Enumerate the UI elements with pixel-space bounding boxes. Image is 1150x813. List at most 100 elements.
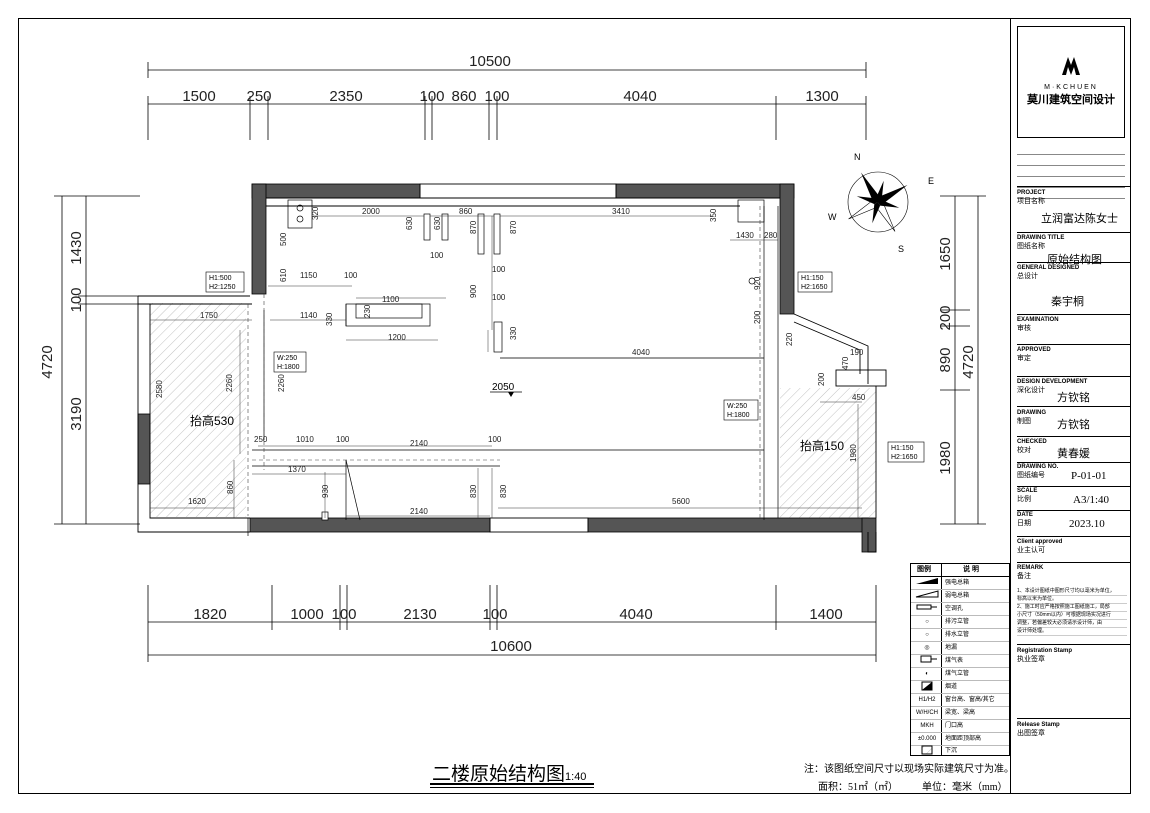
- dim-top-8: 1300: [805, 88, 838, 105]
- field-client-approved: Client approved 业主认可: [1017, 539, 1063, 554]
- plan-title: 二楼原始结构图1:40: [432, 759, 586, 786]
- legend-symbol: W/H/CH: [916, 710, 938, 716]
- tag-h1800-a: H:1800: [277, 364, 300, 371]
- dim-right-2: 200: [937, 305, 954, 330]
- legend-table: 图例 说 明 强电总箱 弱电总箱 空调孔 ○ 排污立管 ○ 排水立管 ◎ 地漏 …: [910, 563, 1010, 756]
- dim-100f: 100: [488, 435, 502, 444]
- legend-row: MKH 门口高: [911, 720, 1009, 733]
- dim-bottom-5: 100: [482, 606, 507, 623]
- legend-header: 图例 说 明: [911, 564, 1009, 577]
- dim-100d: 100: [492, 293, 506, 302]
- legend-desc: 排水立管: [945, 632, 970, 638]
- legend-row: 强电总箱: [911, 577, 1009, 590]
- dim-470: 470: [841, 356, 850, 370]
- field-project: PROJECT 项目名称 立润富达陈女士: [1017, 190, 1118, 225]
- dim-left-1: 1430: [68, 231, 85, 264]
- field-registration-stamp: Registration Stamp 执业签章: [1017, 648, 1073, 663]
- ac-hole-icon: [913, 603, 941, 616]
- top-dimensions: [147, 62, 867, 140]
- tag-h1-150-a: H1:150: [801, 275, 824, 282]
- dim-top-total: 10500: [469, 53, 511, 70]
- plan-title-scale: 1:40: [565, 771, 587, 783]
- field-date: DATE 日期 2023.10: [1017, 512, 1105, 530]
- dim-250: 250: [254, 435, 268, 444]
- dim-bottom-2: 1000: [290, 606, 323, 623]
- compass-w: W: [828, 212, 837, 222]
- gas-meter-icon: [913, 655, 941, 668]
- dim-920: 920: [753, 276, 762, 290]
- tag-labels: H1:500 H2:1250 W:250 H:1800 W:250 H:1800…: [209, 275, 918, 461]
- legend-symbol: ±0.000: [917, 736, 937, 742]
- remark-text: 1、本设计图纸中图形尺寸均以毫米为单位， 标高以米为单位。 2、施工时应严格按照…: [1017, 588, 1127, 636]
- logo-english: M·KCHUEN: [1044, 84, 1098, 91]
- legend-desc: 地面距顶部高: [945, 736, 982, 742]
- dim-2000: 2000: [362, 207, 380, 216]
- plan-title-underline: [430, 783, 594, 785]
- left-dimensions: [54, 195, 140, 525]
- flue-icon: [913, 681, 941, 696]
- dim-1010: 1010: [296, 435, 314, 444]
- dim-bottom-1: 1820: [193, 606, 226, 623]
- raised-area-right: [780, 388, 876, 518]
- logo-chinese: 莫川建筑空间设计: [1027, 94, 1115, 106]
- legend-desc: 烟道: [945, 684, 958, 690]
- right-dimensions: [940, 195, 986, 525]
- scale-value: A3/1:40: [1073, 494, 1110, 506]
- compass-n: N: [854, 152, 861, 162]
- dim-top-7: 4040: [623, 88, 656, 105]
- project-value: 立润富达陈女士: [1041, 213, 1118, 225]
- dim-830b: 830: [499, 484, 508, 498]
- dim-230: 230: [363, 304, 372, 318]
- weak-box-icon: [913, 590, 941, 603]
- legend-row: ◎ 地漏: [911, 642, 1009, 655]
- dim-left-total: 4720: [39, 345, 56, 378]
- drawing-no-value: P-01-01: [1071, 470, 1107, 482]
- floor-plan: 10500 1500 250 2350 100 860 100 4040 130…: [39, 53, 986, 662]
- dim-280: 280: [764, 231, 778, 240]
- legend-desc: 梁宽、梁高: [945, 710, 976, 716]
- bottom-dimensions: [147, 585, 877, 662]
- dim-bottom-3: 100: [331, 606, 356, 623]
- field-general-designed: GENERAL DESIGNED 总设计 秦宇桐: [1017, 265, 1084, 308]
- dim-1980: 1980: [849, 444, 858, 462]
- dim-320: 320: [311, 206, 320, 220]
- tag-h1-500: H1:500: [209, 275, 232, 282]
- legend-row: 空调孔: [911, 603, 1009, 616]
- dim-200b: 200: [817, 372, 826, 386]
- dim-100a: 100: [344, 271, 358, 280]
- dim-top-1: 1500: [182, 88, 215, 105]
- drawing-value: 方钦铭: [1057, 419, 1090, 431]
- dim-200a: 200: [753, 310, 762, 324]
- general-designed-value: 秦宇桐: [1051, 296, 1084, 308]
- dim-630a: 630: [405, 216, 414, 230]
- field-drawing-title: DRAWING TITLE 图纸名称 原始结构图: [1017, 235, 1102, 266]
- legend-row: 下沉: [911, 745, 1009, 757]
- dimension-note: 注：该图纸空间尺寸以现场实际建筑尺寸为准。: [804, 764, 1014, 775]
- field-approved: APPROVED 审定: [1017, 347, 1051, 362]
- legend-row: H1/H2 窗台高、窗高/其它: [911, 694, 1009, 707]
- dim-1620: 1620: [188, 497, 206, 506]
- tag-boxes: [205, 271, 925, 463]
- compass-e: E: [928, 176, 934, 186]
- dim-bottom-total: 10600: [490, 638, 532, 655]
- floor-drain-icon: ◎: [924, 645, 930, 651]
- dim-top-5: 860: [451, 88, 476, 105]
- tag-h2-1650-b: H2:1650: [891, 454, 918, 461]
- power-box-icon: [913, 577, 941, 590]
- company-logo: M·KCHUEN 莫川建筑空间设计: [1017, 26, 1125, 138]
- dim-1150: 1150: [300, 271, 318, 280]
- sewage-pipe-icon: ○: [925, 619, 929, 625]
- drain-pipe-icon: ○: [925, 632, 929, 638]
- dim-100e: 100: [336, 435, 350, 444]
- legend-row: 烟道: [911, 681, 1009, 694]
- date-value: 2023.10: [1069, 518, 1105, 530]
- dim-top-6: 100: [484, 88, 509, 105]
- legend-row: ○ 排污立管: [911, 616, 1009, 629]
- field-drawing: DRAWING 制图 方钦铭: [1017, 410, 1090, 431]
- legend-row: ±0.000 地面距顶部高: [911, 733, 1009, 746]
- dim-left-2: 100: [68, 287, 85, 312]
- design-development-value: 方钦铭: [1057, 392, 1090, 404]
- legend-desc: 地漏: [945, 645, 958, 651]
- legend-row: W/H/CH 梁宽、梁高: [911, 707, 1009, 720]
- dashed-lines: [247, 206, 761, 518]
